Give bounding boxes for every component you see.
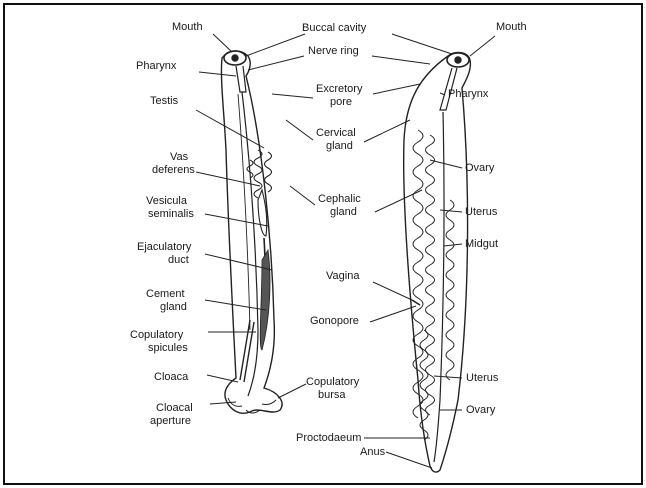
label-vagina: Vagina [326,270,360,282]
label-copulatory-bursa-2: bursa [318,389,346,401]
label-cervical-gland-2: gland [326,140,353,152]
label-ejaculatory-duct-1: Ejaculatory [137,241,192,253]
label-vas-deferens-1: Vas [170,151,189,163]
label-copulatory-spicules-1: Copulatory [130,329,184,341]
label-mouth-right: Mouth [496,21,527,33]
label-pharynx-left: Pharynx [136,60,177,72]
label-cloaca: Cloaca [154,371,189,383]
labels: Mouth Buccal cavity Mouth Pharynx Nerve … [130,21,527,458]
label-anus: Anus [360,446,386,458]
label-ejaculatory-duct-2: duct [168,254,189,266]
label-nerve-ring: Nerve ring [308,45,359,57]
label-vesicula-1: Vesicula [146,195,188,207]
label-cloacal-aperture-2: aperture [150,415,191,427]
label-cement-gland-1: Cement [146,288,185,300]
label-midgut: Midgut [465,238,498,250]
label-excretory-pore-2: pore [330,96,352,108]
label-proctodaeum: Proctodaeum [296,432,361,444]
male-pharynx [236,66,246,92]
label-vesicula-2: seminalis [148,208,194,220]
male-spicules [240,320,254,382]
label-cloacal-aperture-1: Cloacal [156,402,193,414]
label-copulatory-spicules-2: spicules [148,342,188,354]
label-uterus-bottom: Uterus [466,372,499,384]
label-ovary-bottom: Ovary [466,404,496,416]
label-pharynx-right: Pharynx [448,88,489,100]
label-gonopore: Gonopore [310,315,359,327]
label-ovary-top: Ovary [465,162,495,174]
male-body-outline [221,51,282,413]
label-cervical-gland-1: Cervical [316,127,356,139]
label-uterus-top: Uterus [465,206,498,218]
label-cement-gland-2: gland [160,301,187,313]
label-vas-deferens-2: deferens [152,164,195,176]
label-copulatory-bursa-1: Copulatory [306,376,360,388]
label-testis: Testis [150,95,179,107]
label-buccal-cavity: Buccal cavity [302,22,367,34]
female-vagina [412,300,420,305]
label-excretory-pore-1: Excretory [316,83,363,95]
male-worm [221,51,282,413]
female-worm [404,53,471,473]
label-cephalic-gland-1: Cephalic [318,193,361,205]
label-cephalic-gland-2: gland [330,206,357,218]
label-mouth-left: Mouth [172,21,203,33]
male-cement-gland [260,250,270,350]
